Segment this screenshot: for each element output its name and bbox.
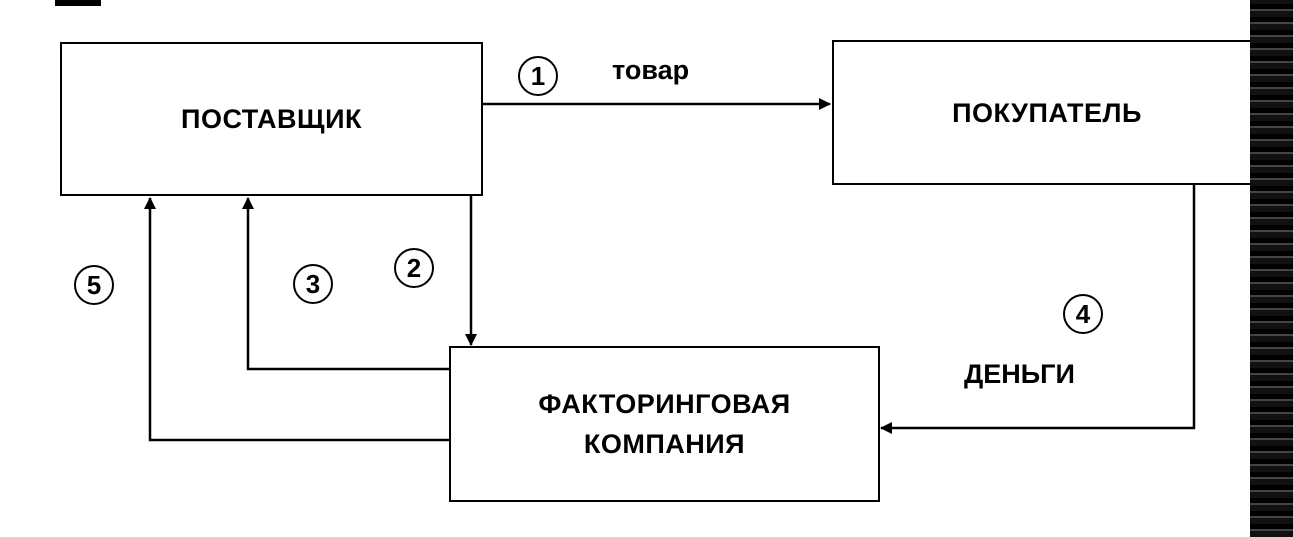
supplier-node: ПОСТАВЩИК xyxy=(60,42,483,196)
step-2-badge: 2 xyxy=(394,248,434,288)
buyer-node: ПОКУПАТЕЛЬ xyxy=(832,40,1262,185)
arrow-final-payment xyxy=(144,197,449,442)
step-4-badge: 4 xyxy=(1063,294,1103,334)
step-5-badge: 5 xyxy=(74,265,114,305)
arrow-money xyxy=(880,176,1196,434)
page-edge-mark xyxy=(55,0,101,6)
factoring-label-line1: ФАКТОРИНГОВАЯ xyxy=(538,389,791,419)
scan-edge-strip xyxy=(1250,0,1293,537)
factoring-company-node: ФАКТОРИНГОВАЯ КОМПАНИЯ xyxy=(449,346,880,502)
step-1-badge: 1 xyxy=(518,56,558,96)
supplier-label: ПОСТАВЩИК xyxy=(181,104,362,134)
step-3-badge: 3 xyxy=(293,264,333,304)
buyer-label: ПОКУПАТЕЛЬ xyxy=(952,97,1142,128)
factoring-label-line2: КОМПАНИЯ xyxy=(583,429,746,459)
goods-label: товар xyxy=(612,55,690,85)
arrow-advance-payment xyxy=(242,197,449,371)
money-label: ДЕНЬГИ xyxy=(964,359,1075,389)
